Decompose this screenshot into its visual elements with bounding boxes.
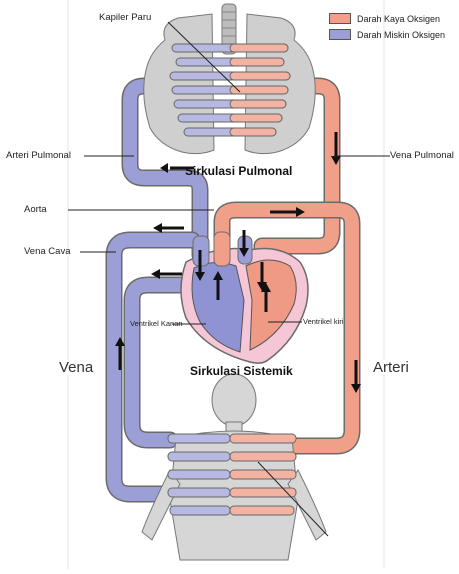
title-pulmonary-circulation: Sirkulasi Pulmonal bbox=[185, 165, 292, 177]
legend-oxygen-poor: Darah Miskin Oksigen bbox=[329, 29, 445, 40]
label-vena-cava: Vena Cava bbox=[24, 247, 70, 257]
label-pulmonary-artery: Arteri Pulmonal bbox=[6, 151, 71, 161]
label-aorta: Aorta bbox=[24, 205, 47, 215]
swatch-oxygen-rich bbox=[329, 13, 351, 24]
label-pulmonary-capillary: Kapiler Paru bbox=[99, 13, 151, 23]
label-vein: Vena bbox=[56, 360, 96, 375]
label-left-ventricle: Ventrikel kiri bbox=[303, 318, 343, 326]
lungs-icon bbox=[144, 4, 316, 154]
swatch-oxygen-poor bbox=[329, 29, 351, 40]
legend-oxygen-poor-label: Darah Miskin Oksigen bbox=[357, 30, 445, 40]
human-body-icon bbox=[142, 374, 326, 560]
label-right-ventricle: Ventrikel Kanan bbox=[130, 320, 183, 328]
title-systemic-circulation: Sirkulasi Sistemik bbox=[190, 365, 293, 377]
legend-oxygen-rich: Darah Kaya Oksigen bbox=[329, 13, 440, 24]
label-pulmonary-vein: Vena Pulmonal bbox=[390, 151, 454, 161]
label-artery: Arteri bbox=[370, 360, 412, 375]
legend-oxygen-rich-label: Darah Kaya Oksigen bbox=[357, 14, 440, 24]
